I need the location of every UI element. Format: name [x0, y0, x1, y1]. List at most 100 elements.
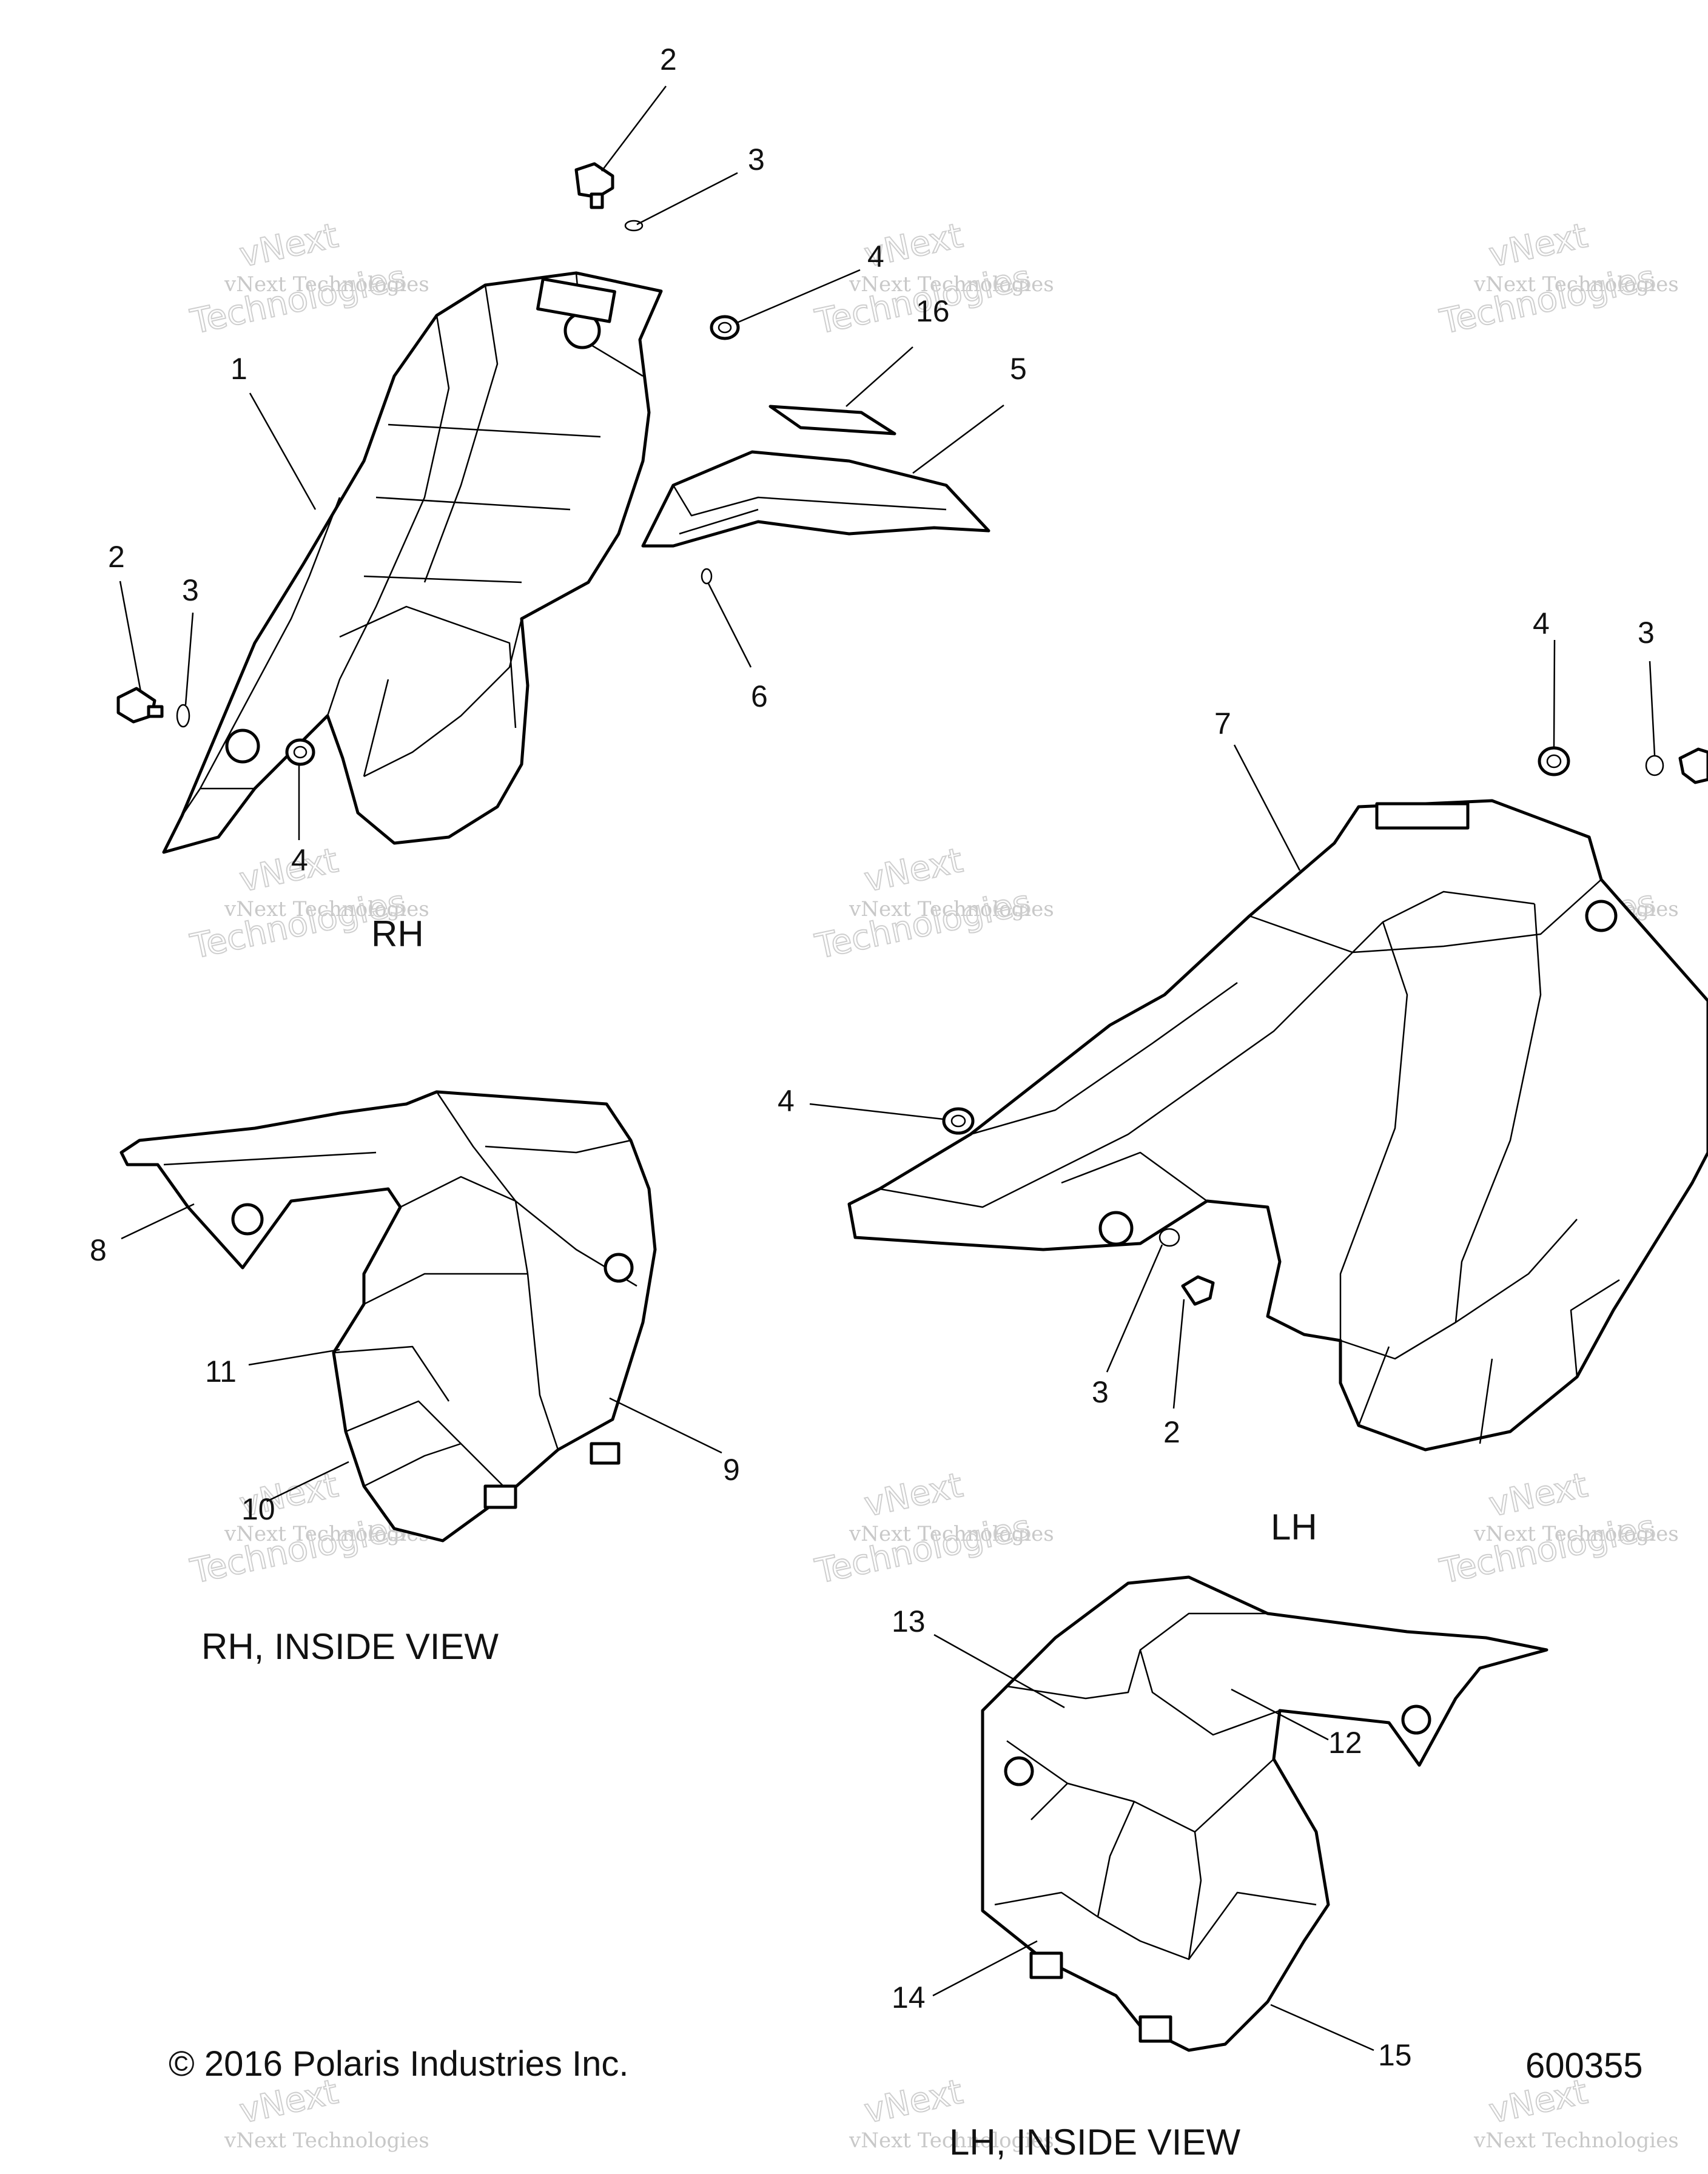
lh-fender-grommet [1585, 900, 1618, 932]
fastener-body [1181, 1275, 1215, 1306]
watermark: vNext vNext Technologies Technologies [186, 215, 429, 343]
leader-line [1231, 1688, 1329, 1741]
fastener-body [574, 162, 614, 199]
lh-fender-tab [1375, 802, 1470, 830]
watermark-line1: vNext Technologies [1473, 1522, 1679, 1546]
leader-line [1172, 1299, 1185, 1409]
nut-hole [950, 1114, 966, 1128]
watermark-top: vNext [236, 216, 341, 275]
leader-line [809, 1103, 944, 1120]
callout-1: 1 [230, 352, 247, 386]
lh-inside-fender [981, 1575, 1548, 2052]
callout-14: 14 [892, 1980, 926, 2014]
watermark-line2: Technologies [1436, 1507, 1658, 1592]
callout-3-left: 3 [182, 573, 199, 607]
nut-body [942, 1107, 975, 1135]
lh-inside-view-assembly [981, 1575, 1548, 2052]
callout-6: 6 [751, 679, 768, 713]
watermark-line1: vNext Technologies [1473, 2129, 1679, 2153]
leader-line [601, 86, 667, 172]
rh-fender-grommet [225, 729, 260, 764]
rh-fender-tab [536, 277, 616, 323]
leader-line [932, 1940, 1038, 1997]
rh-inside-detail [163, 1091, 637, 1493]
lh-fender-assembly [847, 799, 1708, 1452]
leader-line [1649, 661, 1656, 756]
nut-body [1538, 746, 1570, 776]
nut-4-lh [942, 1107, 975, 1135]
leader-line [1106, 1244, 1163, 1373]
callout-3-lh: 3 [1092, 1375, 1109, 1409]
decal-part-16 [768, 405, 896, 436]
label-lh: LH [1271, 1507, 1317, 1547]
watermark-line1: vNext Technologies [224, 2129, 429, 2153]
leader-line [119, 581, 142, 692]
leader-lines [119, 86, 1656, 2051]
callout-11: 11 [205, 1355, 237, 1388]
watermark-top: vNext [236, 841, 341, 900]
watermark-line2: Technologies [812, 1507, 1034, 1592]
rh-inside-fender [119, 1090, 657, 1543]
leader-line [1233, 744, 1301, 871]
fastener-2-top [574, 162, 614, 209]
callout-15: 15 [1378, 2038, 1412, 2072]
callout-8: 8 [90, 1233, 107, 1267]
fastener-shank [590, 192, 604, 209]
lh-inside-grommet [1401, 1705, 1431, 1735]
callout-3-right: 3 [1638, 616, 1655, 650]
leader-line [636, 172, 738, 226]
watermark: vNext vNext Technologies [1473, 2071, 1679, 2153]
rh-inside-view-assembly [119, 1090, 657, 1543]
nut-4-top [710, 315, 740, 340]
watermark-line2: Technologies [187, 258, 409, 342]
fastener-2-lh [1181, 1275, 1215, 1306]
watermark-top: vNext [1485, 216, 1591, 275]
rh-inside-clip [483, 1484, 517, 1509]
callout-9: 9 [723, 1453, 740, 1487]
nut-4-right [1538, 746, 1570, 776]
label-rh-inside-view: RH, INSIDE VIEW [201, 1626, 499, 1667]
view-labels: RH LH RH, INSIDE VIEW LH, INSIDE VIEW [201, 914, 1317, 2162]
leader-line [248, 1348, 340, 1366]
label-rh: RH [371, 914, 424, 954]
watermark: vNext vNext Technologies [224, 2071, 429, 2153]
nut-body [285, 738, 315, 766]
rh-fender-assembly [162, 271, 663, 854]
watermark: vNext vNext Technologies Technologies [1436, 1465, 1679, 1592]
fastener-body [1678, 747, 1708, 784]
callout-2-left: 2 [108, 540, 125, 574]
watermark-top: vNext [1485, 1466, 1591, 1525]
bracket-detail [672, 485, 947, 535]
figure-number: 600355 [1525, 2046, 1643, 2085]
nut-hole [718, 321, 732, 334]
callout-4-top: 4 [867, 240, 884, 274]
fastener-shank [147, 705, 164, 718]
nut-hole [1546, 754, 1562, 769]
leader-line [707, 583, 752, 668]
watermark-line2: Technologies [187, 1507, 409, 1592]
washer-6 [701, 568, 713, 585]
callout-4-right: 4 [1533, 607, 1550, 641]
lh-inside-clip [1138, 2015, 1172, 2043]
washer-3-left [176, 704, 190, 728]
callout-3-top: 3 [748, 143, 765, 177]
leader-line [121, 1203, 195, 1240]
fastener-2-right [1678, 747, 1708, 784]
leader-line [912, 404, 1004, 474]
watermark: vNext vNext Technologies Technologies [811, 1465, 1054, 1592]
leader-line [609, 1397, 722, 1454]
lh-fender-grommet [1098, 1211, 1134, 1246]
callout-2-top: 2 [660, 42, 677, 76]
nut-body [710, 315, 740, 340]
rh-inside-clip [590, 1442, 620, 1465]
leader-line [933, 1634, 1065, 1709]
washer-3-top [624, 220, 644, 232]
callout-7: 7 [1214, 707, 1231, 741]
washer-3-right [1645, 755, 1664, 776]
callout-16: 16 [916, 294, 950, 328]
label-lh-inside-view: LH, INSIDE VIEW [949, 2122, 1240, 2162]
watermark-line1: vNext Technologies [849, 272, 1054, 297]
watermark-line2: Technologies [1436, 258, 1658, 342]
lh-inside-clip [1029, 1951, 1063, 1979]
